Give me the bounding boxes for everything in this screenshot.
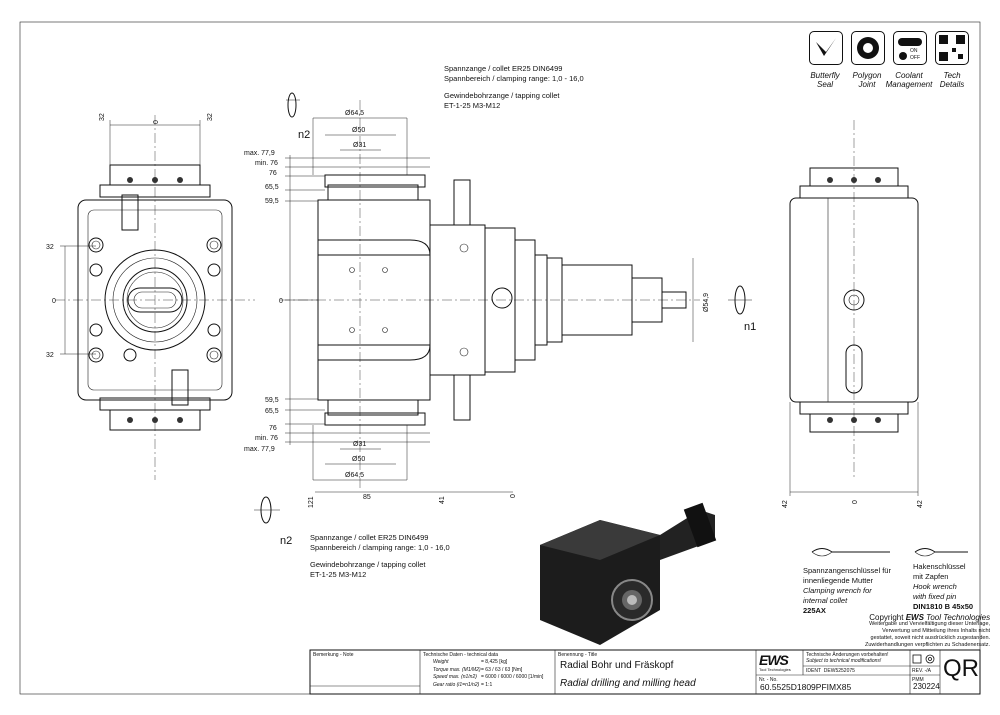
top-tapping-spec: ET-1-25 M3-M12 [444,101,501,110]
part-number-label: Nr. - No. [759,677,778,683]
date-value: 230224 [913,682,940,691]
bottom-collet-notes: Spannzange / collet ER25 DIN6499 Spannbe… [310,533,450,580]
top-collet-line: Spannzange / collet ER25 DIN6499 [444,64,563,73]
dim-max779-bottom: max. 77,9 [244,446,275,453]
ident-field: IDENT DEW5252075 [806,668,855,674]
gear-icon [851,31,885,65]
dim-d549: Ø54,9 [703,293,710,312]
product-render-image [540,502,717,645]
dim-595-bottom: 59,5 [265,397,279,404]
dim-d31-top: Ø31 [353,142,366,149]
butterfly-icon [809,31,843,65]
qr-mark: QR [943,655,979,682]
dim-min76-bottom: min. 76 [255,435,278,442]
n1-label: n1 [744,321,756,333]
qr-code-icon[interactable] [935,31,969,65]
dim-595-top: 59,5 [265,198,279,205]
tech-data-label: Technische Daten - technical data [423,652,499,658]
copyright-note: Copyright EWS Tool Technologies Weiterga… [865,613,991,649]
dim-655-bottom: 65,5 [265,408,279,415]
dim-655-top: 65,5 [265,184,279,191]
dim-0-center: 0 [279,298,283,305]
ews-logo-sub: Tool Technologies [759,667,791,672]
part-number: 60.5525D1809PFIMX85 [760,682,852,692]
bottom-collet-line: Spannzange / collet ER25 DIN6499 [310,533,429,542]
dim-left-side-0: 0 [52,298,56,305]
dim-d645-top: Ø64,5 [345,110,364,117]
clamping-wrench-note: Spannzangenschlüssel für innenliegende M… [803,566,891,615]
rev-field: REV. -/A [912,668,931,674]
dim-0-horizontal: 0 [510,494,517,498]
dim-41: 41 [439,496,446,504]
hook-wrench-drawing [914,548,968,557]
dim-min76-top: min. 76 [255,160,278,167]
dim-85: 85 [363,494,371,501]
title-block-frame [309,649,981,695]
tech-data-values: Weight= 8,425 [kg] Torque max. (M1/M2)= … [433,659,544,688]
on-label: ON [910,48,918,54]
dim-76-bottom: 76 [269,425,277,432]
top-tapping-line: Gewindebohrzange / tapping collet [444,91,560,100]
dim-d50-bottom: Ø50 [352,456,365,463]
dim-d645-bottom: Ø64,5 [345,472,364,479]
title-german: Radial Bohr und Fräskopf [560,660,674,671]
dim-left-side-32a: 32 [46,244,54,251]
dim-left-top-32b: 32 [207,113,214,121]
title-english: Radial drilling and milling head [560,678,696,689]
remark-label: Bemerkung - Note [313,652,354,658]
machine-symbol-icon [912,652,938,664]
dim-left-top-0: 0 [153,120,160,124]
center-view: Ø64,5 Ø50 Ø31 max. 77,9 min. 76 76 65,5 … [244,92,756,547]
dim-d31-bottom: Ø31 [353,441,366,448]
date-label: PMM [912,677,924,683]
bottom-tapping-line: Gewindebohrzange / tapping collet [310,560,426,569]
dim-right-42b: 42 [917,500,924,508]
top-range-line: Spannbereich / clamping range: 1,0 - 16,… [444,74,584,83]
n2-bottom-label: n2 [280,535,292,547]
dim-left-side-32b: 32 [46,352,54,359]
dim-left-top-32a: 32 [99,113,106,121]
dim-121: 121 [308,496,315,508]
dim-max779-top: max. 77,9 [244,150,275,157]
bottom-tapping-spec: ET-1-25 M3-M12 [310,570,367,579]
dim-76-top: 76 [269,170,277,177]
top-collet-notes: Spannzange / collet ER25 DIN6499 Spannbe… [444,64,584,111]
right-view: 42 0 42 [782,120,924,508]
dim-d50-top: Ø50 [352,127,365,134]
n2-top-label: n2 [298,129,310,141]
change-notice: Technische Änderungen vorbehalten! Subje… [806,652,889,664]
hook-wrench-note: Hakenschlüssel mit Zapfen Hook wrench wi… [913,562,974,611]
off-label: OFF [910,55,920,61]
designation-label: Benennung - Title [558,652,598,658]
left-view: 32 0 32 32 0 32 [46,113,255,480]
dim-right-42a: 42 [782,500,789,508]
clamping-wrench-drawing [811,548,890,557]
bottom-range-line: Spannbereich / clamping range: 1,0 - 16,… [310,543,450,552]
dim-right-0: 0 [852,500,859,504]
coolant-switch-icon: ON OFF [893,31,927,65]
ews-logo: EWS [759,652,789,668]
